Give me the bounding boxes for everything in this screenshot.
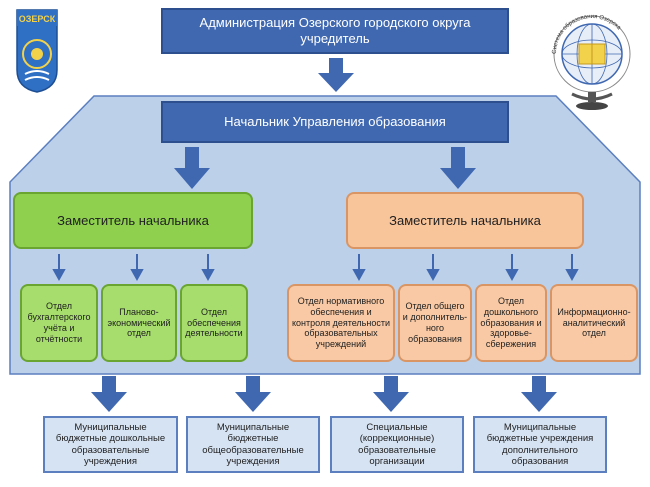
department-support-label: Отдел обеспечения деятельности	[185, 306, 243, 339]
arrow-down-icon	[91, 376, 127, 412]
department-planning-box: Планово-экономический отдел	[101, 284, 177, 362]
department-accounting-label: Отдел бухгалтерского учёта и отчётности	[27, 301, 91, 344]
arrow-down-icon	[318, 58, 354, 92]
arrow-down-icon	[52, 254, 66, 282]
institution-special-label: Специальные (коррекционные) образователь…	[358, 421, 436, 467]
institution-additional-box: Муниципальные бюджетные учреждения допол…	[473, 416, 607, 473]
department-preschool-label: Отдел дошкольного образования и здоровье…	[480, 296, 542, 350]
head-of-department-label: Начальник Управления образования	[224, 114, 446, 130]
administration-title: Администрация Озерского городского округ…	[199, 15, 471, 31]
arrow-down-icon	[352, 254, 366, 282]
arrow-down-icon	[201, 254, 215, 282]
arrow-down-icon	[426, 254, 440, 282]
department-regulatory-label: Отдел нормативного обеспечения и контрол…	[292, 296, 390, 350]
department-accounting-box: Отдел бухгалтерского учёта и отчётности	[20, 284, 98, 362]
institution-special-box: Специальные (коррекционные) образователь…	[330, 416, 464, 473]
arrow-down-icon	[440, 147, 476, 189]
education-globe-logo-icon: Система образования Озерска	[552, 14, 631, 110]
deputy-left-label: Заместитель начальника	[57, 212, 209, 228]
deputy-right-box: Заместитель начальника	[346, 192, 584, 249]
department-general-education-label: Отдел общего и дополнитель-ного образова…	[402, 301, 468, 344]
department-general-education-box: Отдел общего и дополнитель-ного образова…	[398, 284, 472, 362]
deputy-right-label: Заместитель начальника	[389, 212, 541, 228]
department-regulatory-box: Отдел нормативного обеспечения и контрол…	[287, 284, 395, 362]
department-analytics-box: Информационно-аналитический отдел	[550, 284, 638, 362]
arrow-down-icon	[565, 254, 579, 282]
administration-box: Администрация Озерского городского округ…	[161, 8, 509, 54]
svg-text:ОЗЕРСК: ОЗЕРСК	[19, 14, 56, 24]
department-support-box: Отдел обеспечения деятельности	[180, 284, 248, 362]
arrow-down-icon	[505, 254, 519, 282]
head-of-department-box: Начальник Управления образования	[161, 101, 509, 143]
department-preschool-box: Отдел дошкольного образования и здоровье…	[475, 284, 547, 362]
coat-of-arms-icon: ОЗЕРСК	[16, 9, 58, 93]
institution-preschool-box: Муниципальные бюджетные дошкольные образ…	[43, 416, 178, 473]
arrow-down-icon	[521, 376, 557, 412]
department-planning-label: Планово-экономический отдел	[107, 306, 171, 339]
arrow-down-icon	[373, 376, 409, 412]
deputy-left-box: Заместитель начальника	[13, 192, 253, 249]
arrow-down-icon	[174, 147, 210, 189]
arrow-down-icon	[130, 254, 144, 282]
institution-preschool-label: Муниципальные бюджетные дошкольные образ…	[55, 421, 166, 467]
institution-general-label: Муниципальные бюджетные общеобразователь…	[202, 421, 304, 467]
institution-general-box: Муниципальные бюджетные общеобразователь…	[186, 416, 320, 473]
institution-additional-label: Муниципальные бюджетные учреждения допол…	[486, 421, 594, 467]
department-analytics-label: Информационно-аналитический отдел	[557, 306, 631, 339]
administration-subtitle: учредитель	[300, 31, 370, 46]
arrow-down-icon	[235, 376, 271, 412]
